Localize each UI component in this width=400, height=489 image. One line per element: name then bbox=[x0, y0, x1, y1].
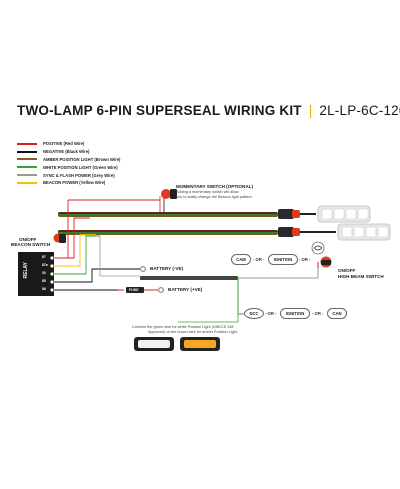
option-cam-top: CAM bbox=[231, 254, 251, 265]
connector-cap-upper bbox=[292, 210, 300, 218]
lamp-lower bbox=[337, 223, 391, 241]
or-separator-top-1: - OR - bbox=[253, 257, 265, 262]
option-ignition-top: IGNITION bbox=[268, 254, 298, 265]
high-beam-label-2: HIGH BEAM SWITCH bbox=[338, 274, 384, 279]
cable-bundle-bottom bbox=[140, 276, 238, 280]
relay-pin-label: 87 bbox=[42, 255, 46, 259]
legend-swatch bbox=[17, 166, 37, 169]
headlight-option-icon bbox=[311, 241, 325, 255]
legend-item: NEGATIVE (Black Wire) bbox=[17, 148, 120, 156]
wire-legend: POSITIVE (Red Wire) NEGATIVE (Black Wire)… bbox=[17, 140, 120, 187]
fuse-label: FUSE bbox=[129, 288, 139, 292]
high-beam-label-1: ON/OFF bbox=[338, 268, 356, 273]
option-ignition-bottom: IGNITION bbox=[280, 308, 310, 319]
or-separator-bottom-2: - OR - bbox=[312, 311, 324, 316]
legend-swatch bbox=[17, 142, 37, 145]
legend-swatch bbox=[17, 181, 37, 184]
relay-pin-label: 87a bbox=[42, 263, 48, 267]
legend-label: SYNC & FLASH POWER (Grey Wire) bbox=[43, 172, 115, 178]
title-separator: | bbox=[308, 103, 313, 118]
battery-negative-ring-icon bbox=[140, 266, 146, 272]
title-main: TWO-LAMP 6-PIN SUPERSEAL WIRING KIT bbox=[17, 103, 302, 118]
relay-pin-label: 30 bbox=[42, 271, 46, 275]
momentary-switch-icon bbox=[161, 189, 171, 199]
legend-swatch bbox=[17, 150, 37, 153]
legend-item: SYNC & FLASH POWER (Grey Wire) bbox=[17, 171, 120, 179]
relay-pin-label: 86 bbox=[42, 287, 46, 291]
legend-label: POSITIVE (Red Wire) bbox=[43, 141, 85, 147]
connector-upper bbox=[278, 209, 294, 219]
lamp-upper bbox=[317, 205, 371, 223]
relay-label: RELAY bbox=[23, 262, 29, 279]
legend-item: AMBER POSITION LIGHT (Brown Wire) bbox=[17, 156, 120, 164]
beacon-switch-label-1: ON/OFF bbox=[19, 237, 37, 242]
bottom-note-2: Approved) or the brown wire for amber Po… bbox=[148, 330, 238, 334]
legend-item: WHITE POSITION LIGHT (Green Wire) bbox=[17, 163, 120, 171]
legend-label: BEACON POWER (Yellow Wire) bbox=[43, 180, 106, 186]
bottom-note-1: Connect the green wire for white Positio… bbox=[132, 325, 234, 329]
option-dcc: DCC bbox=[244, 308, 264, 319]
relay-pin-label: 85 bbox=[42, 279, 46, 283]
relay-pins bbox=[50, 256, 54, 292]
relay-block bbox=[18, 252, 54, 296]
momentary-switch-title: MOMENTARY SWITCH (OPTIONAL) bbox=[176, 184, 253, 189]
option-can: CAN bbox=[327, 308, 347, 319]
position-light-white bbox=[134, 337, 174, 351]
or-separator-bottom-1: - OR - bbox=[265, 311, 277, 316]
battery-negative-label: BATTERY (-VE) bbox=[150, 266, 184, 271]
legend-label: NEGATIVE (Black Wire) bbox=[43, 149, 90, 155]
momentary-switch-note-2: you to easily change the Beacon light pa… bbox=[176, 195, 253, 199]
legend-swatch bbox=[17, 158, 37, 161]
legend-item: BEACON POWER (Yellow Wire) bbox=[17, 179, 120, 187]
legend-label: WHITE POSITION LIGHT (Green Wire) bbox=[43, 164, 118, 170]
legend-item: POSITIVE (Red Wire) bbox=[17, 140, 120, 148]
beacon-switch-label-2: BEACON SWITCH bbox=[11, 242, 51, 247]
fuse-holder-icon bbox=[126, 287, 144, 293]
legend-label: AMBER POSITION LIGHT (Brown Wire) bbox=[43, 156, 121, 162]
or-separator-top-2: - OR - bbox=[299, 257, 311, 262]
battery-positive-label: BATTERY (+VE) bbox=[168, 287, 203, 292]
title-code: 2L-LP-6C-120 bbox=[319, 103, 400, 118]
momentary-switch-note-1: Adding a momentary switch will allow bbox=[176, 190, 239, 194]
connector-cap-lower bbox=[292, 228, 300, 236]
page-title: TWO-LAMP 6-PIN SUPERSEAL WIRING KIT | 2L… bbox=[17, 103, 400, 118]
connector-lower bbox=[278, 227, 294, 237]
legend-swatch bbox=[17, 174, 37, 177]
position-light-amber bbox=[180, 337, 220, 351]
battery-positive-ring-icon bbox=[158, 287, 164, 293]
